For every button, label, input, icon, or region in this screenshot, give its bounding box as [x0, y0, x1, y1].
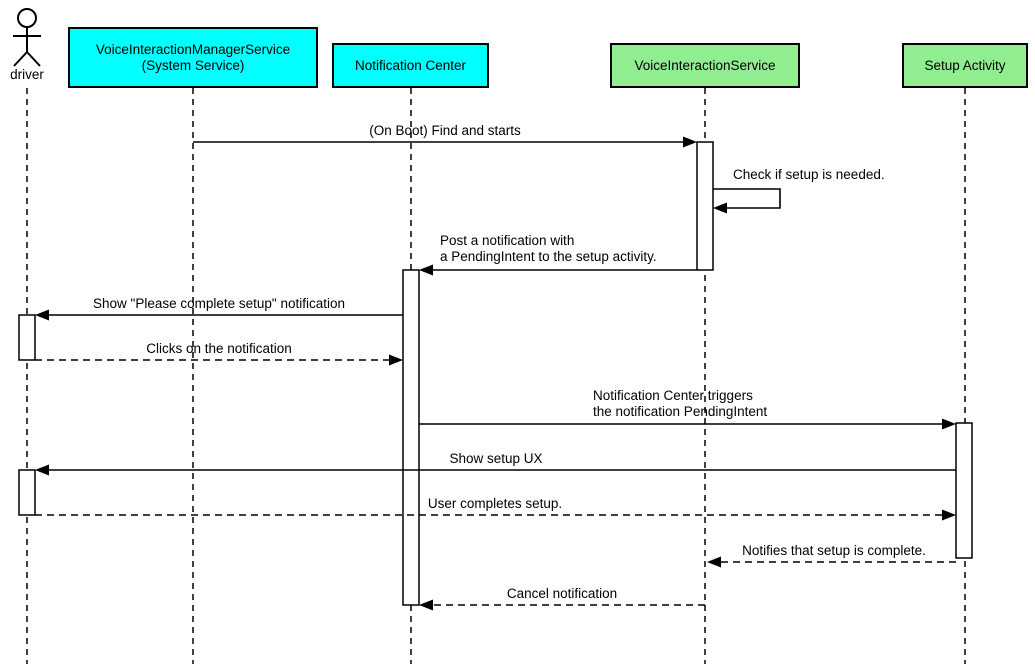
- participant-voiceinteractionmanagerservice: VoiceInteractionManagerService (System S…: [68, 27, 318, 88]
- message-label-check-if-setup-needed: Check if setup is needed.: [733, 167, 885, 182]
- arrow-show-setup-notification: [35, 309, 403, 321]
- message-label-on-boot-find-and-starts: (On Boot) Find and starts: [369, 123, 521, 138]
- message-label-post-notification: Post a notification with a PendingIntent…: [440, 233, 657, 264]
- actor-driver-icon: [13, 8, 41, 67]
- arrow-show-setup-ux: [35, 464, 956, 476]
- arrow-cancel-notification: [419, 599, 705, 611]
- activation-driver-1: [18, 314, 36, 361]
- message-label-notifies-setup-complete: Notifies that setup is complete.: [742, 543, 926, 558]
- activation-driver-2: [18, 469, 36, 516]
- arrow-triggers-pendingintent: [419, 418, 956, 430]
- participant-notification-center: Notification Center: [332, 43, 489, 88]
- arrow-post-notification: [419, 264, 697, 276]
- activation-voiceinteractionservice: [696, 141, 714, 271]
- message-label-triggers-pendingintent: Notification Center triggers the notific…: [593, 388, 768, 419]
- message-label-cancel-notification: Cancel notification: [506, 586, 618, 601]
- arrow-user-completes-setup: [35, 509, 956, 521]
- arrow-clicks-notification: [35, 354, 403, 366]
- arrow-notifies-setup-complete: [707, 556, 956, 568]
- arrow-on-boot-find-and-starts: [193, 136, 697, 148]
- message-label-clicks-notification: Clicks on the notification: [146, 341, 292, 356]
- participant-voiceinteractionservice: VoiceInteractionService: [610, 43, 800, 88]
- arrow-check-if-setup-needed: [713, 188, 781, 214]
- participant-setup-activity: Setup Activity: [902, 43, 1028, 88]
- actor-driver-label: driver: [10, 67, 44, 82]
- message-label-user-completes-setup: User completes setup.: [427, 496, 563, 511]
- message-label-show-setup-ux: Show setup UX: [449, 451, 543, 466]
- activation-setup-activity: [955, 422, 973, 559]
- message-label-show-setup-notification: Show "Please complete setup" notificatio…: [93, 296, 345, 311]
- activation-notification-center: [402, 269, 420, 606]
